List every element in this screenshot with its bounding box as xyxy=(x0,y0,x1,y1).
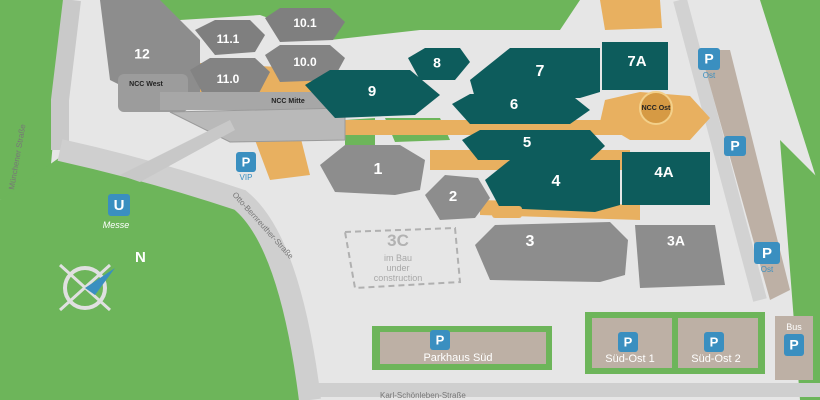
parking-ost-top-p: P xyxy=(704,51,713,67)
street-karl-schoenleben: Karl-Schönleben-Straße xyxy=(380,391,466,400)
bridge-west xyxy=(120,120,235,182)
hall-7a[interactable] xyxy=(602,42,668,90)
hall-4a[interactable] xyxy=(622,152,710,205)
hall-3a-label: 3A xyxy=(667,233,685,249)
lot-east xyxy=(700,50,790,300)
compass-arrow xyxy=(85,268,115,295)
sued-ost-1-label: Süd-Ost 1 xyxy=(605,353,655,365)
hall-7a-label: 7A xyxy=(627,53,646,70)
compass-north-label: N xyxy=(135,249,146,266)
ubahn-messe-label: Messe xyxy=(103,220,130,230)
hall-9[interactable] xyxy=(305,70,440,118)
hall-6-label: 6 xyxy=(510,96,518,113)
hall-9-label: 9 xyxy=(368,83,376,100)
hall-7-label: 7 xyxy=(536,63,545,80)
parking-ost-bottom-sign[interactable] xyxy=(754,242,780,264)
grass-bottom-left xyxy=(0,150,310,400)
hall-7[interactable] xyxy=(470,48,600,98)
hall-6[interactable] xyxy=(452,94,590,124)
parking-ost-bottom-p: P xyxy=(762,245,772,262)
connector-building xyxy=(492,206,522,218)
ncc-mitte[interactable] xyxy=(160,92,350,110)
ubahn-sign[interactable] xyxy=(108,194,130,216)
parkhaus-sued-p: P xyxy=(436,332,445,347)
ncc-west-label: NCC West xyxy=(129,81,163,88)
hall-2-label: 2 xyxy=(449,188,457,205)
hall-4-label: 4 xyxy=(552,173,561,190)
bus-parking-p: P xyxy=(789,337,798,353)
grass-top-left xyxy=(0,0,70,200)
hall-4a-label: 4A xyxy=(654,164,673,181)
parking-east-p: P xyxy=(730,138,739,154)
walkway-vip xyxy=(255,135,310,180)
hall-10-0-label: 10.0 xyxy=(293,55,317,69)
hall-3[interactable] xyxy=(475,222,628,282)
hall-2[interactable] xyxy=(425,175,490,220)
parking-east-sign[interactable] xyxy=(724,136,746,156)
sued-ost-1-p: P xyxy=(624,334,633,349)
hall-10-1-label: 10.1 xyxy=(293,16,317,30)
parking-ost-top-sign[interactable] xyxy=(698,48,720,70)
construction-line-1: im Bau xyxy=(384,253,412,263)
hall-3-label: 3 xyxy=(526,233,535,250)
ncc-mitte-label: NCC Mitte xyxy=(271,98,305,105)
bus-parking-label: Bus xyxy=(786,322,802,332)
sued-ost-1-sign[interactable] xyxy=(618,332,638,352)
sued-ost-2-sign[interactable] xyxy=(704,332,724,352)
road-east xyxy=(673,0,767,302)
sued-ost-2-label: Süd-Ost 2 xyxy=(691,353,741,365)
parkhaus-sued-label: Parkhaus Süd xyxy=(423,352,492,364)
hall-11-1-label: 11.1 xyxy=(217,32,240,46)
hall-10-1[interactable] xyxy=(265,8,345,42)
ubahn-u: U xyxy=(114,197,125,214)
construction-line-3: construction xyxy=(374,273,423,283)
building-north-east xyxy=(600,0,662,30)
bus-parking-sign[interactable] xyxy=(784,334,804,356)
parking-vip-label: VIP xyxy=(240,173,253,182)
hall-11-0-label: 11.0 xyxy=(217,72,240,86)
hall-5-label: 5 xyxy=(523,134,531,151)
hall-1[interactable] xyxy=(320,145,425,195)
ncc-ost-dome xyxy=(639,91,673,125)
hall-3a[interactable] xyxy=(635,225,725,288)
sued-ost-2-p: P xyxy=(710,334,719,349)
hall-8[interactable] xyxy=(408,48,470,80)
parking-vip-p: P xyxy=(242,154,251,169)
hall-1-label: 1 xyxy=(374,161,383,178)
hall-4[interactable] xyxy=(485,160,620,212)
construction-label-3c: 3C xyxy=(387,231,409,250)
hall-10-0[interactable] xyxy=(265,45,345,82)
road-west xyxy=(51,0,81,150)
compass-cross xyxy=(58,263,112,312)
hall-12-label: 12 xyxy=(134,46,150,62)
parking-ost-bottom-label: Ost xyxy=(761,265,774,274)
parking-vip-sign[interactable] xyxy=(236,152,256,172)
ncc-ost-label: NCC Ost xyxy=(642,105,671,112)
compass: N xyxy=(58,249,146,312)
hall-11-0[interactable] xyxy=(190,58,270,98)
construction-area-3c xyxy=(343,226,462,290)
hall-8-label: 8 xyxy=(433,55,441,71)
parking-ost-top-label: Ost xyxy=(703,71,716,80)
construction-line-2: under xyxy=(386,263,409,273)
parkhaus-sued-lot[interactable] xyxy=(380,332,546,364)
hall-5[interactable] xyxy=(462,130,605,160)
grass-top xyxy=(150,0,580,40)
compass-ring xyxy=(63,266,107,310)
grass-top-right xyxy=(690,0,820,190)
hall-11-1[interactable] xyxy=(195,20,265,55)
road-otto-bernreuther xyxy=(57,139,321,400)
parkhaus-sued-sign[interactable] xyxy=(430,330,450,350)
